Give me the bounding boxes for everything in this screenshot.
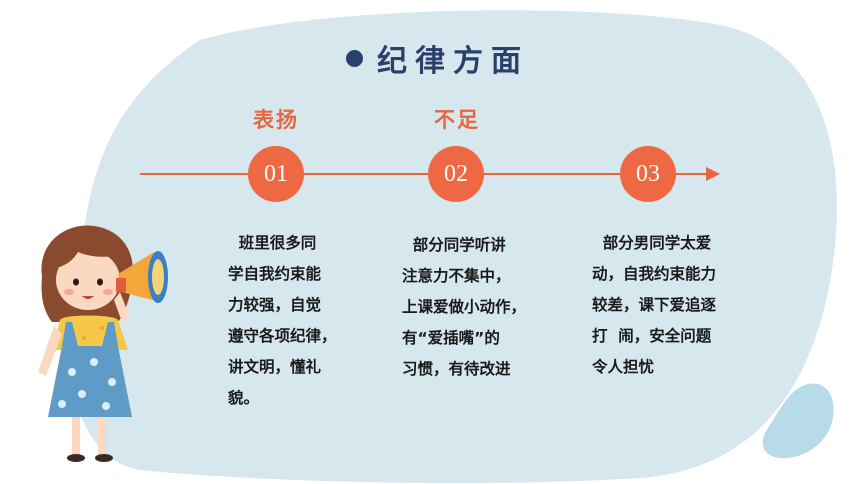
text-line: 打 闹，安全问题 (592, 327, 712, 345)
text-line: 动，自我约束能力 (592, 265, 717, 283)
praise-label: 表扬 (253, 108, 299, 132)
text-line: 貌。 (228, 389, 260, 407)
text-line: 讲文明，懂礼 (228, 358, 322, 376)
background-blob (70, 10, 837, 484)
water-drop-shape (762, 383, 834, 459)
step-2-text: 部分同学听讲 注意力不集中， 上课爱做小动作， 有“爱插嘴”的 习惯，有待改进 (402, 230, 526, 385)
text-line: 学自我约束能 (228, 265, 322, 283)
text-line: 遵守各项纪律， (228, 327, 337, 345)
step-1-text: 班里很多同 学自我约束能 力较强，自觉 遵守各项纪律， 讲文明，懂礼 貌。 (228, 228, 337, 414)
text-line: 部分同学听讲 (402, 236, 506, 254)
step-1-circle: 01 (248, 146, 304, 202)
shortcoming-label: 不足 (434, 108, 480, 132)
text-line: 习惯，有待改进 (402, 360, 511, 378)
step-3-circle: 03 (620, 146, 676, 202)
text-line: 较差，课下爱追逐 (592, 296, 717, 314)
girl-megaphone-illustration (38, 225, 168, 462)
text-line: 令人担忧 (592, 358, 655, 376)
page-title: 纪律方面 (346, 38, 529, 79)
page-title-text: 纪律方面 (377, 44, 529, 79)
text-line: 部分男同学太爱 (592, 234, 712, 252)
step-2-circle: 02 (428, 146, 484, 202)
timeline-line (140, 173, 710, 175)
text-line: 注意力不集中， (402, 267, 511, 285)
text-line: 班里很多同 (228, 234, 317, 252)
step-3-text: 部分男同学太爱 动，自我约束能力 较差，课下爱追逐 打 闹，安全问题 令人担忧 (592, 228, 716, 383)
text-line: 上课爱做小动作， (402, 298, 527, 316)
text-line: 力较强，自觉 (228, 296, 322, 314)
text-line: 有“爱插嘴”的 (402, 329, 500, 347)
timeline-arrow-icon (706, 167, 720, 181)
title-bullet-icon (346, 49, 363, 67)
